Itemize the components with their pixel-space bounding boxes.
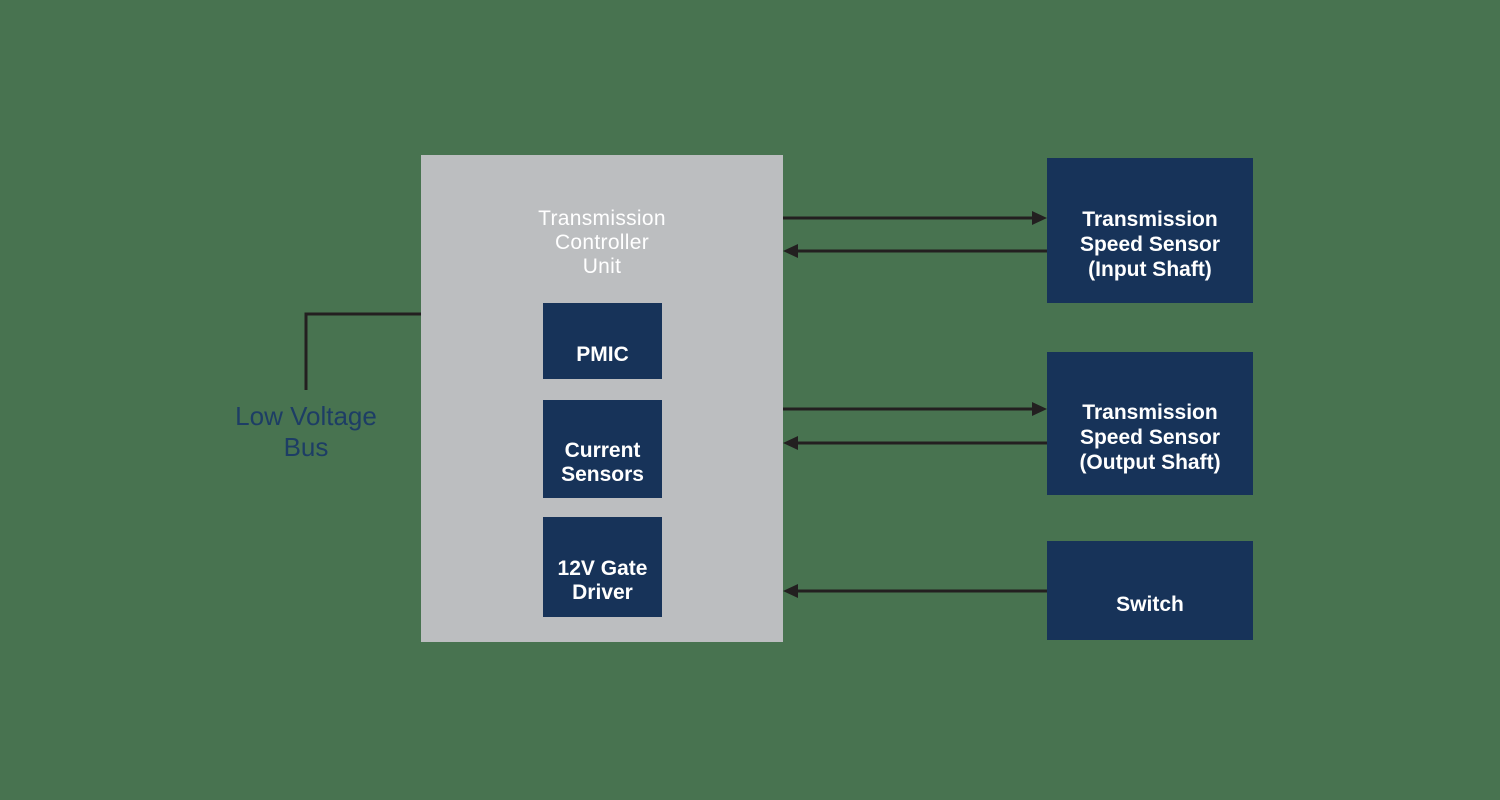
peripheral-transmission-speed-sensor-input-shaft: Transmission Speed Sensor (Input Shaft) (1047, 158, 1253, 303)
peripheral-output-label-line: Transmission (1082, 401, 1218, 424)
module-current-sensors-label-line: Sensors (561, 463, 644, 486)
arrow-tcu-to-input-speed-sensor (783, 211, 1047, 225)
peripheral-input-label-line: Speed Sensor (1079, 233, 1221, 256)
low-voltage-bus-label: Low Voltage Bus (216, 401, 396, 463)
peripheral-input-label-line: Transmission (1082, 208, 1218, 231)
low-voltage-bus-label-line: Bus (283, 432, 329, 462)
module-pmic: PMIC (543, 303, 662, 379)
module-pmic-label: PMIC (576, 343, 629, 367)
peripheral-transmission-speed-sensor-output-shaft: Transmission Speed Sensor (Output Shaft) (1047, 352, 1253, 495)
arrow-input-speed-sensor-to-tcu (783, 244, 1047, 258)
peripheral-input-label: Transmission Speed Sensor (Input Shaft) (1080, 207, 1220, 282)
module-pmic-label-line: PMIC (576, 343, 629, 366)
module-current-sensors-label-line: Current (564, 439, 641, 462)
peripheral-switch: Switch (1047, 541, 1253, 640)
peripheral-output-label-line: (Output Shaft) (1079, 451, 1221, 474)
peripheral-switch-label: Switch (1116, 592, 1184, 617)
arrow-switch-to-tcu (783, 584, 1047, 598)
module-12v-gate-driver-label-line: 12V Gate (557, 557, 648, 580)
tcu-title-line: Controller (554, 231, 650, 254)
peripheral-output-label: Transmission Speed Sensor (Output Shaft) (1079, 400, 1220, 475)
tcu-panel: Transmission Controller Unit PMIC Curren… (421, 155, 783, 642)
tcu-title-line: Transmission (538, 207, 666, 230)
arrow-output-speed-sensor-to-tcu (783, 436, 1047, 450)
module-current-sensors: Current Sensors (543, 400, 662, 498)
low-voltage-bus-line (304, 312, 421, 390)
module-current-sensors-label: Current Sensors (561, 439, 644, 487)
arrow-tcu-to-output-speed-sensor (783, 402, 1047, 416)
module-12v-gate-driver: 12V Gate Driver (543, 517, 662, 617)
peripheral-input-label-line: (Input Shaft) (1088, 258, 1212, 281)
peripheral-switch-label-line: Switch (1116, 593, 1184, 616)
tcu-title-line: Unit (582, 255, 622, 278)
low-voltage-bus-label-line: Low Voltage (235, 401, 377, 431)
module-12v-gate-driver-label: 12V Gate Driver (558, 557, 648, 605)
module-12v-gate-driver-label-line: Driver (572, 581, 633, 604)
tcu-title: Transmission Controller Unit (421, 207, 783, 279)
peripheral-output-label-line: Speed Sensor (1079, 426, 1221, 449)
